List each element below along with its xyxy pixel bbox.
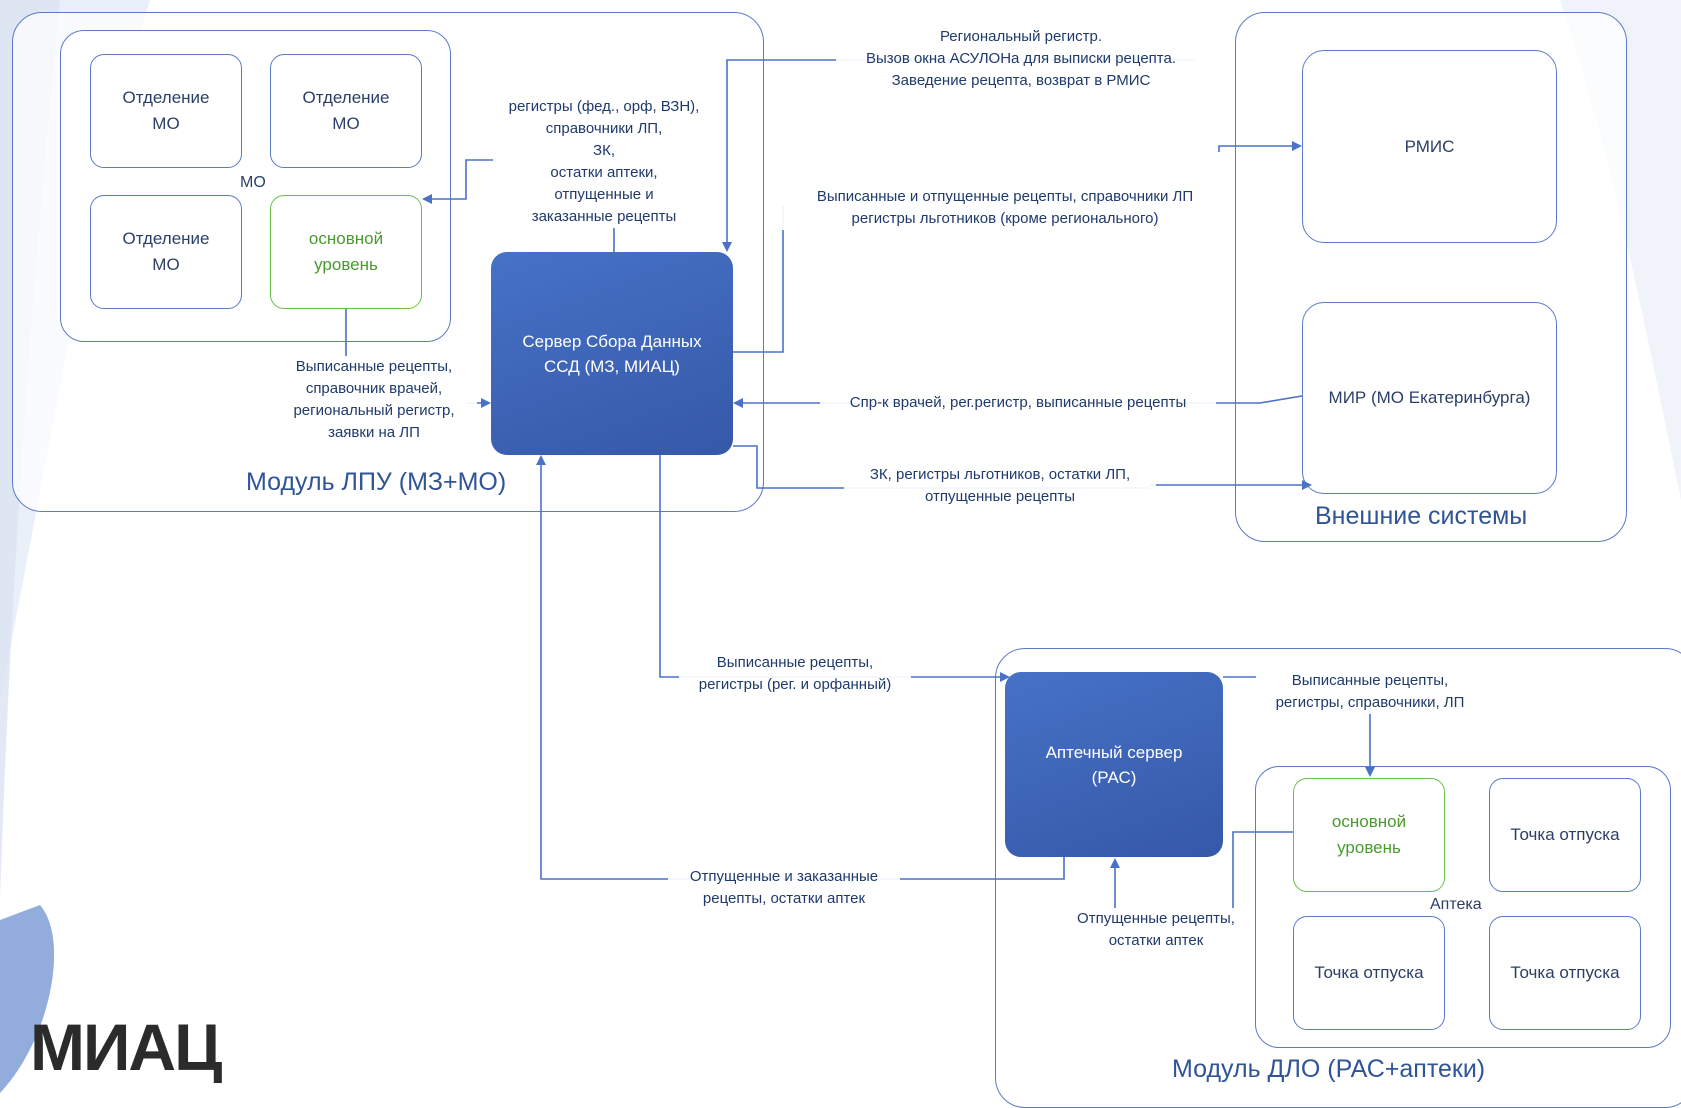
flow-ras-to-pharmacy-label: Выписанные рецепты, регистры, справочник…: [1257, 670, 1483, 714]
flow-pharmacy-to-ras-label: Отпущенные рецепты, остатки аптек: [1062, 908, 1250, 952]
flow-ssd-to-mir-label: ЗК, регистры льготников, остатки ЛП, отп…: [844, 464, 1156, 508]
module-dlo-title: Модуль ДЛО (РАС+аптеки): [1172, 1055, 1486, 1083]
mo-unit-3[interactable]: Отделение МО: [90, 195, 242, 309]
pharmacy-base-level[interactable]: основной уровень: [1293, 778, 1445, 892]
module-lpu-title: Модуль ЛПУ (МЗ+МО): [246, 468, 507, 496]
rmis-system[interactable]: РМИС: [1302, 50, 1557, 243]
rmis-label: РМИС: [1404, 136, 1455, 156]
flow-ras-to-ssd-label: Отпущенные и заказанные рецепты, остатки…: [668, 866, 900, 910]
module-external-title: Внешние системы: [1315, 502, 1528, 530]
flow-ssd-to-rmis-label: Выписанные и отпущенные рецепты, справоч…: [780, 186, 1230, 230]
dispensing-point-2[interactable]: Точка отпуска: [1293, 916, 1445, 1030]
dispensing-point-3[interactable]: Точка отпуска: [1489, 916, 1641, 1030]
pharmacy-group-label: Аптека: [1430, 896, 1482, 913]
mo-group-label: МО: [240, 174, 266, 191]
flow-rmis-to-ssd-label: Региональный регистр. Вызов окна АСУЛОНа…: [836, 26, 1206, 92]
flow-mo-to-ssd-label: Выписанные рецепты, справочник врачей, р…: [271, 356, 477, 444]
ras-server[interactable]: Аптечный сервер (РАС): [1005, 672, 1223, 857]
mir-label: МИР (МО Екатеринбурга): [1328, 388, 1531, 407]
flow-mir-to-ssd-label: Спр-к врачей, рег.регистр, выписанные ре…: [820, 392, 1216, 414]
mir-system[interactable]: МИР (МО Екатеринбурга): [1302, 302, 1557, 494]
flow-ssd-to-mo-label: регистры (фед., орф, ВЗН), справочники Л…: [493, 96, 715, 228]
dispensing-point-1[interactable]: Точка отпуска: [1489, 778, 1641, 892]
flow-ssd-to-ras-label: Выписанные рецепты, регистры (рег. и орф…: [679, 652, 911, 696]
flow-ssd-to-rmis-line: [733, 146, 1300, 353]
mo-unit-1[interactable]: Отделение МО: [90, 54, 242, 168]
mo-base-level[interactable]: основной уровень: [270, 195, 422, 309]
ssd-server[interactable]: Сервер Сбора Данных ССД (МЗ, МИАЦ): [491, 252, 733, 455]
miac-logo: МИАЦ: [30, 1010, 222, 1084]
mo-unit-2[interactable]: Отделение МО: [270, 54, 422, 168]
